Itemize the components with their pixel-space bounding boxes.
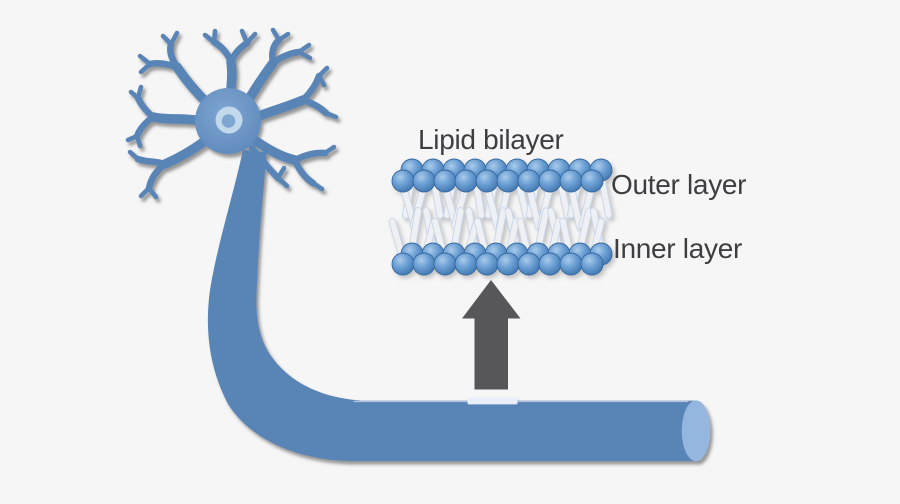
dendrite-branches [133,36,330,192]
nucleus-inner [221,114,236,128]
dendrite-trunks [148,57,308,169]
neuron-illustration [125,27,711,462]
diagram-title: Lipid bilayer [418,124,564,155]
axon-path [207,150,709,461]
up-arrow-icon [462,280,521,390]
dendrite-twigs [125,27,339,200]
axon-end-cap [681,400,711,462]
inner-layer-label: Inner layer [613,233,742,264]
lipid-bilayer-illustration [388,158,613,276]
membrane-notch [467,397,518,405]
outer-layer-label: Outer layer [611,169,747,200]
